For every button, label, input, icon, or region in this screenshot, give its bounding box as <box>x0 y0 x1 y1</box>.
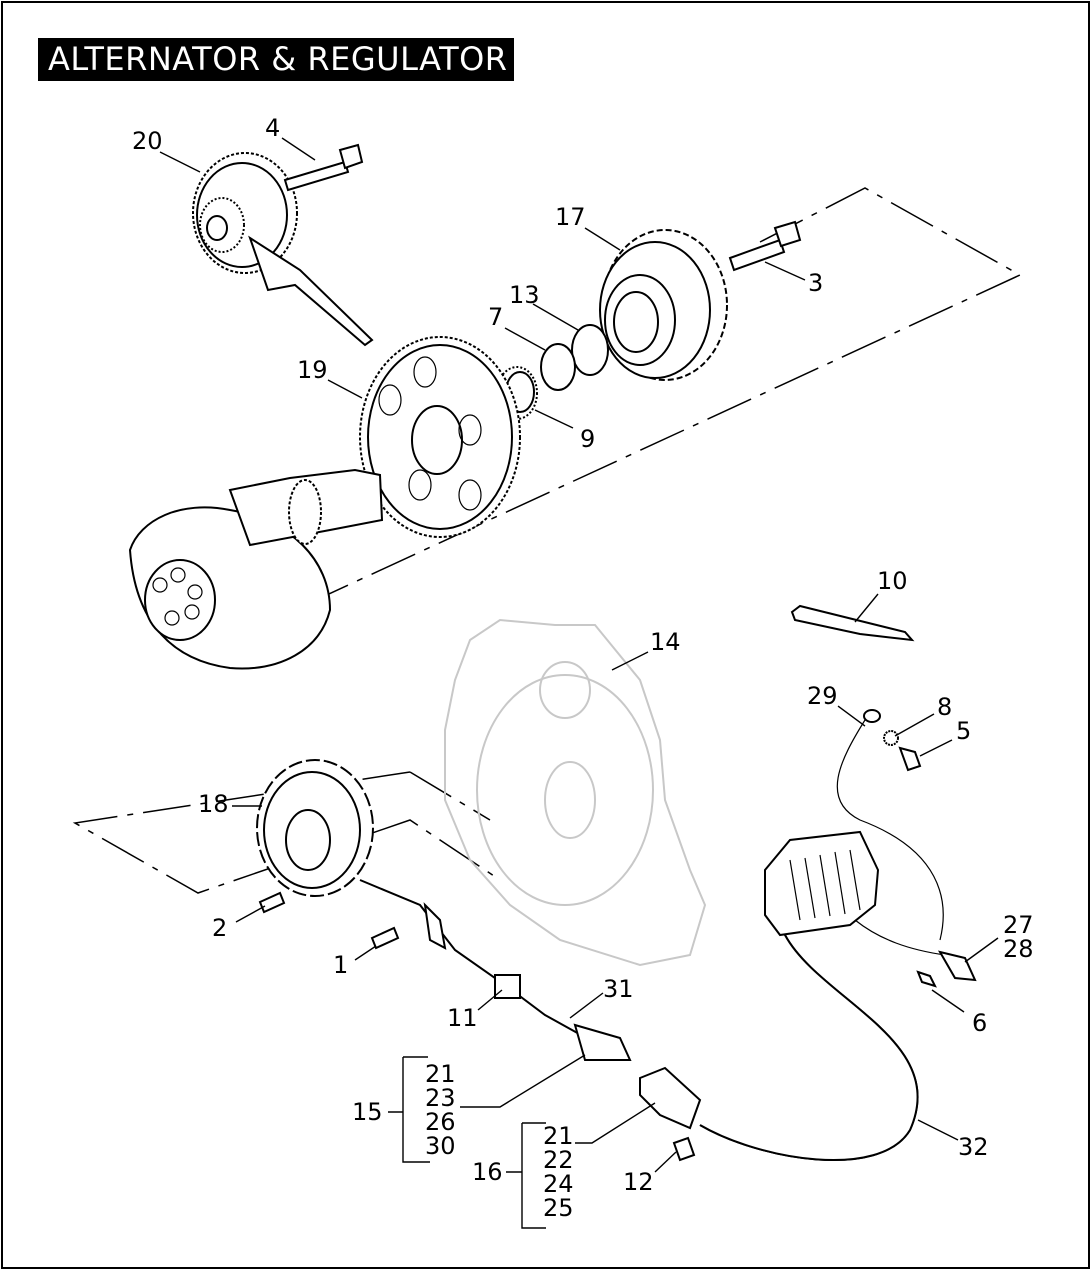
assembly-guide-lines <box>72 187 1022 894</box>
callout-20: 20 <box>132 127 163 155</box>
part-19-large-gear <box>359 336 521 538</box>
reference-arrow <box>248 235 374 347</box>
part-14-cover <box>444 618 707 967</box>
callout-2: 2 <box>212 914 227 942</box>
callout-5: 5 <box>956 717 971 745</box>
stator-harness <box>359 879 632 1061</box>
callout-3: 3 <box>808 269 823 297</box>
callout-12: 12 <box>623 1168 654 1196</box>
callout-28: 28 <box>1003 935 1034 963</box>
callout-27: 27 <box>1003 911 1034 939</box>
callout-4: 4 <box>265 114 280 142</box>
callout-18: 18 <box>198 790 229 818</box>
callout-1: 1 <box>333 951 348 979</box>
callout-31: 31 <box>603 975 634 1003</box>
callout-19: 19 <box>297 356 328 384</box>
group-16-item: 21 <box>543 1122 574 1150</box>
group-16-item: 22 <box>543 1146 574 1174</box>
callout-9: 9 <box>580 425 595 453</box>
part-6-screw <box>916 970 937 988</box>
part-13-ring <box>571 324 609 376</box>
part-1-screw <box>370 926 400 950</box>
group-15-item: 30 <box>425 1132 456 1160</box>
callout-6: 6 <box>972 1009 987 1037</box>
callout-8: 8 <box>937 693 952 721</box>
callout-32: 32 <box>958 1133 989 1161</box>
part-10-cable-strap <box>790 604 915 642</box>
callout-14: 14 <box>650 628 681 656</box>
part-3-bolt <box>728 220 802 272</box>
group-16-item: 25 <box>543 1194 574 1222</box>
group-16-item: 24 <box>543 1170 574 1198</box>
part-20-gear <box>192 152 298 274</box>
callout-11: 11 <box>447 1004 478 1032</box>
group-15-item: 26 <box>425 1108 456 1136</box>
page-title: ALTERNATOR & REGULATOR <box>38 38 514 81</box>
part-18-stator <box>256 759 374 897</box>
part-17-rotor <box>599 229 728 381</box>
callout-labels: 20 4 17 3 13 7 19 9 10 14 29 8 5 18 2 1 … <box>132 114 1034 1222</box>
crankshaft <box>128 468 384 670</box>
part-29-ground-wire <box>836 709 944 941</box>
part-2-screw <box>258 891 286 914</box>
group-15-item: 21 <box>425 1060 456 1088</box>
part-4-bolt <box>283 143 364 192</box>
callout-16: 16 <box>472 1158 503 1186</box>
callout-29: 29 <box>807 682 838 710</box>
callout-13: 13 <box>509 281 540 309</box>
part-32-regulator <box>639 830 919 1162</box>
part-7-washer <box>540 343 576 391</box>
leader-lines <box>159 137 999 1229</box>
callout-15: 15 <box>352 1098 383 1126</box>
part-8-washer <box>883 730 899 746</box>
callout-10: 10 <box>877 567 908 595</box>
part-12-terminal <box>672 1136 696 1162</box>
callout-17: 17 <box>555 203 586 231</box>
callout-7: 7 <box>488 303 503 331</box>
part-5-screw <box>898 746 922 772</box>
part-27-28-connector <box>854 919 977 982</box>
group-15-item: 23 <box>425 1084 456 1112</box>
